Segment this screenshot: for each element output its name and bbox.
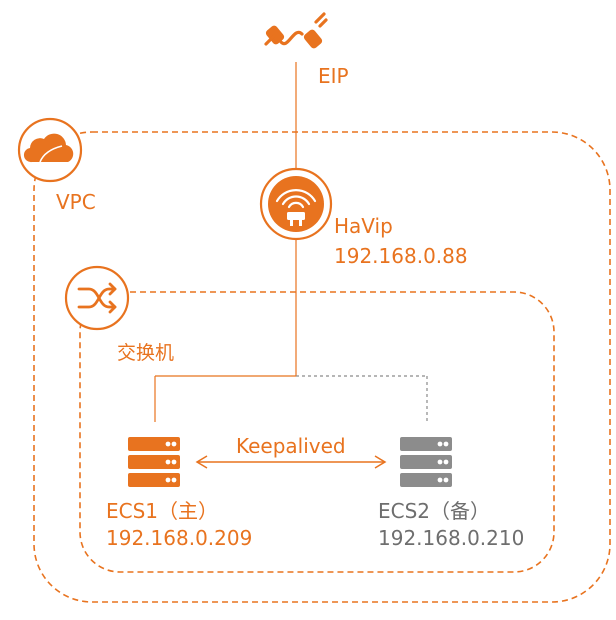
- havip-name-label: HaVip: [334, 214, 393, 238]
- ecs1-ip-label: 192.168.0.209: [106, 526, 253, 550]
- ecs2-ip-label: 192.168.0.210: [378, 526, 525, 550]
- keepalived-arrow: [195, 455, 387, 469]
- eip-label: EIP: [318, 64, 349, 88]
- havip-ip-label: 192.168.0.88: [334, 244, 468, 268]
- cloud-icon: [17, 117, 83, 183]
- vpc-label: VPC: [56, 190, 96, 214]
- keepalived-label: Keepalived: [236, 434, 346, 458]
- vswitch-label: 交换机: [117, 342, 175, 364]
- server-icon: [400, 437, 452, 487]
- ecs2-name-label: ECS2（备）: [378, 499, 491, 523]
- plug-icon: [264, 12, 328, 49]
- wifi-plug-icon: [259, 167, 333, 241]
- ecs1-name-label: ECS1（主）: [106, 499, 219, 523]
- vpc-boundary: [33, 131, 611, 603]
- server-icon: [128, 437, 180, 487]
- shuffle-arrows-icon: [64, 265, 130, 331]
